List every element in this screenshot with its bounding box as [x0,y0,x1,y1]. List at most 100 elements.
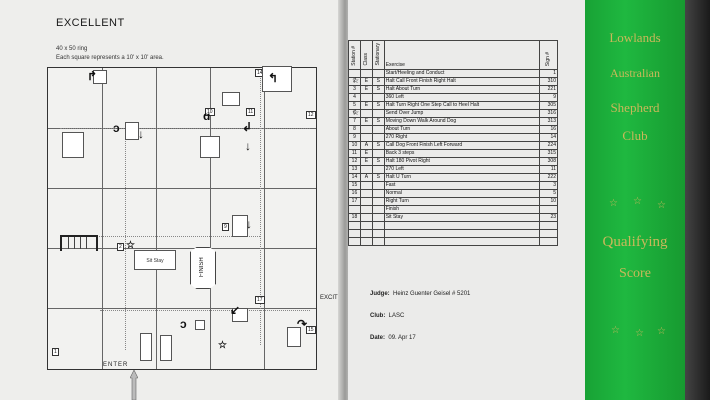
ring-grid [47,67,317,370]
sign-placard [62,132,84,158]
stationary-cell [371,181,385,190]
class-cell: A [359,141,373,150]
station-number: 1 [52,348,59,356]
class-cell [359,189,373,198]
exercise-cell: 270 Right [383,133,540,142]
table-row [348,229,559,238]
sign-cell: 23 [538,213,559,222]
finish-marker [190,247,216,289]
date-label: Date: [370,335,386,341]
sign-cell: 221 [538,85,559,94]
stationary-cell: S [371,117,385,126]
star-icon: ☆ [611,325,620,336]
date-line: Date: 09. Apr 17 [370,335,416,341]
sign-cell: 16 [538,125,559,134]
station-cell: 11 [348,149,361,158]
station-number: 10 [205,108,215,116]
jump-hurdle [60,235,98,251]
class-cell: E [359,149,373,158]
course-map-page: EXCELLENT 40 x 50 ring Each square repre… [0,0,345,400]
station-cell [348,221,361,230]
exercise-cell: Halt About Turn [383,85,540,94]
star-icon: ☆ [657,326,666,337]
exercise-cell: Back 3 steps [383,149,540,158]
exercise-cell: Halt Call Front Finish Right Halt [383,77,540,86]
exercise-header: Exercise [383,40,540,70]
scale-note: Each square represents a 10' x 10' area. [56,55,164,61]
turn-icon: ↙ [230,303,241,317]
sign-cell [538,221,559,230]
turn-icon: ↓ [138,127,144,141]
turn-icon: ↷ [297,317,308,331]
exercise-cell: Halt U Turn [383,173,540,182]
class-cell [359,181,373,190]
exercise-cell [383,229,540,238]
exercise-cell: Call Dog Front Finish Left Forward [383,141,540,150]
sign-cell: 310 [538,77,559,86]
ribbon-score-line: Qualifying [602,234,668,250]
sign-cell: 222 [538,173,559,182]
sit-stay-sign: Sit Stay [134,250,176,270]
sign-placard [262,66,292,92]
station-cell: 4 [348,93,361,102]
table-row: Finish [348,205,559,214]
sign-placard [232,215,248,237]
exercise-cell: Send Over Jump [383,109,540,118]
station-cell: 13 [348,165,361,174]
star-icon: ☆ [609,198,618,209]
sign-placard [232,308,248,322]
turn-icon: ↄ [113,121,120,135]
stationary-cell: S [371,141,385,150]
star-icon: ☆ [657,200,666,211]
club-label: Club: [370,313,386,319]
class-cell [359,197,373,206]
sign-cell: 308 [538,157,559,166]
class-cell [359,125,373,134]
class-cell [359,205,373,214]
class-cell [359,221,373,230]
exercise-cell: Right Turn [383,197,540,206]
exercise-cell: Normal [383,189,540,198]
exercise-cell: 360 Left [383,93,540,102]
stationary-cell [371,109,385,118]
sign-cell: 5 [538,189,559,198]
station-header: Station # [350,46,357,66]
exercise-cell: Fast [383,181,540,190]
stationary-cell [371,125,385,134]
station-number: 9 [222,223,229,231]
sign-cell [538,237,559,246]
class-cell: E [359,85,373,94]
sign-cell: 305 [538,101,559,110]
sign-placard [125,122,139,140]
qualifying-ribbon: Lowlands Australian Shepherd Club ☆ ☆ ☆ … [585,0,685,400]
sign-cell: 3 [538,181,559,190]
exercise-cell: Sit Stay [383,213,540,222]
turn-icon: ↱ [87,69,98,83]
station-cell: 10 [348,141,361,150]
stationary-cell [371,237,385,246]
sign-cell: 14 [538,133,559,142]
ring-size: 40 x 50 ring [56,46,88,52]
table-row [348,237,559,246]
station-cell: 8 [348,125,361,134]
station-cell: 16 [348,189,361,198]
exercise-cell: Finish [383,205,540,214]
class-cell [359,109,373,118]
sign-placard [93,70,107,84]
stationary-cell [371,229,385,238]
turn-icon: ↰ [268,71,279,85]
sign-cell: 316 [538,109,559,118]
